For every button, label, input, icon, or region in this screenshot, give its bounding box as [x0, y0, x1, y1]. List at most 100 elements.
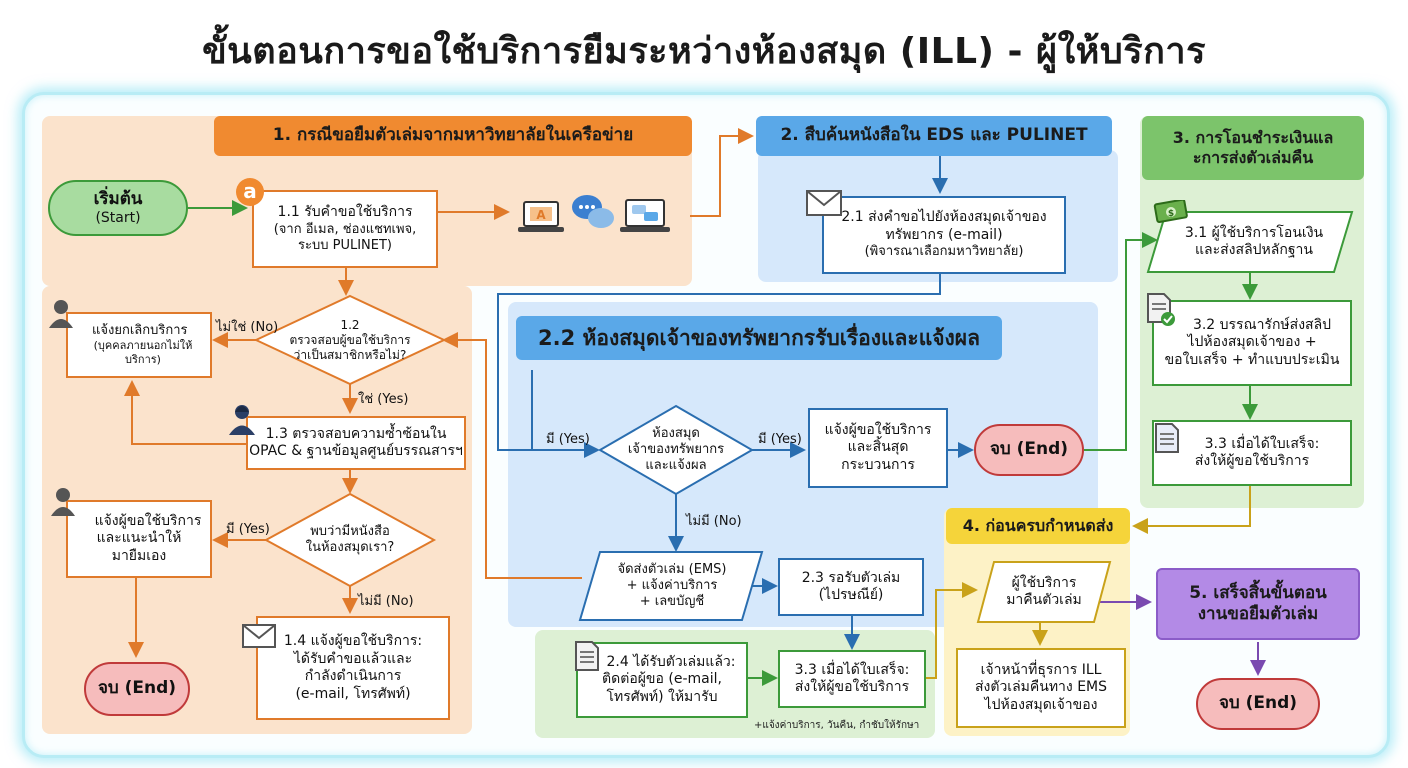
notify-end-line2: และสิ้นสุด: [847, 439, 909, 456]
section3-header-line1: 3. การโอนชำระเงินแล: [1172, 128, 1334, 147]
ship-book-text: จัดส่งตัวเล่ม (EMS) + แจ้งค่าบริการ + เล…: [598, 556, 746, 616]
section5-header-line2: งานขอยืมตัวเล่ม: [1197, 604, 1319, 624]
return-staff-line2: ส่งตัวเล่มคืนทาง EMS: [974, 679, 1108, 696]
step-1-4-line2: ได้รับคำขอแล้วและ: [293, 650, 413, 667]
staff-return-ems: เจ้าหน้าที่ธุรการ ILL ส่งตัวเล่มคืนทาง E…: [956, 648, 1126, 728]
step-2-1: 2.1 ส่งคำขอไปยังห้องสมุดเจ้าของ ทรัพยากร…: [822, 196, 1066, 274]
step-2-4-line3: โทรศัพท์) ให้มารับ: [606, 688, 718, 705]
decision-1-2-text: 1.2 ตรวจสอบผู้ขอใช้บริการ ว่าเป็นสมาชิกห…: [262, 300, 438, 380]
step-1-1: 1.1 รับคำขอใช้บริการ (จาก อีเมล, ช่องแชท…: [252, 190, 438, 268]
step-3-3-green: 3.3 เมื่อได้ใบเสร็จ: ส่งให้ผู้ขอใช้บริกา…: [778, 650, 926, 708]
step-1-4: 1.4 แจ้งผู้ขอใช้บริการ: ได้รับคำขอแล้วแล…: [256, 616, 450, 720]
page-title: ขั้นตอนการขอใช้บริการยืมระหว่างห้องสมุด …: [202, 31, 1206, 72]
step-1-3-line2: OPAC & ฐานข้อมูลศูนย์บรรณสารฯ: [249, 443, 463, 459]
step-2-1-line2: ทรัพยากร (e-mail): [885, 226, 1003, 243]
decision-found-text: พบว่ามีหนังสือ ในห้องสมุดเรา?: [272, 510, 428, 570]
notify-end-line1: แจ้งผู้ขอใช้บริการ: [824, 421, 932, 438]
section3-header-line2: ะการส่งตัวเล่มคืน: [1192, 148, 1314, 167]
edge-33g-return: [926, 582, 978, 679]
section4-header: 4. ก่อนครบกำหนดส่ง: [946, 508, 1130, 544]
cancel-service-note: (บุคคลภายนอกไม่ให้บริการ): [93, 339, 193, 367]
end-node-1: จบ (End): [84, 662, 190, 716]
decision-1-2-line2: ว่าเป็นสมาชิกหรือไม่?: [293, 347, 407, 362]
step-3-3g-line1: 3.3 เมื่อได้ใบเสร็จ:: [794, 661, 910, 678]
step-3-1-line2: และส่งสลิปหลักฐาน: [1195, 242, 1313, 258]
advise-line3: มายืมเอง: [111, 547, 167, 564]
money-icon: $: [1152, 198, 1188, 230]
step-3-2-line3: ขอใบเสร็จ + ทำแบบประเมิน: [1164, 351, 1340, 368]
return-user-line2: มาคืนตัวเล่ม: [1006, 592, 1082, 608]
start-sublabel: (Start): [95, 209, 141, 226]
section1-header: 1. กรณีขอยืมตัวเล่มจากมหาวิทยาลัยในเครือ…: [214, 116, 692, 156]
edge-icons-s2: [690, 128, 754, 217]
step-3-3g-line2: ส่งให้ผู้ขอใช้บริการ: [794, 679, 910, 695]
decision-owner-line2: เจ้าของทรัพยากร: [627, 441, 725, 457]
step-2-3: 2.3 รอรับตัวเล่ม (ไปรษณีย์): [778, 558, 924, 616]
step-1-3: 1.3 ตรวจสอบความซ้ำซ้อนใน OPAC & ฐานข้อมู…: [246, 416, 466, 470]
decision-owner-line3: และแจ้งผล: [645, 458, 707, 474]
step-1-1-line2: (จาก อีเมล, ช่องแชทเพจ,: [273, 221, 417, 237]
label-no-found: ไม่มี (No): [358, 594, 414, 609]
step-2-3-line2: (ไปรษณีย์): [818, 587, 884, 603]
start-node: เริ่มต้น (Start): [48, 180, 188, 236]
ship-parallelogram: [578, 551, 764, 621]
section22-header: 2.2 ห้องสมุดเจ้าของทรัพยากรรับเรื่องและแ…: [516, 316, 1002, 360]
edge-end-31: [1084, 232, 1158, 451]
service-note: +แจ้งค่าบริการ, วันคืน, กำชับให้รักษา: [754, 720, 920, 731]
advise-line1: แจ้งผู้ขอใช้บริการ: [94, 512, 202, 529]
step-2-1-line3: (พิจารณาเลือกมหาวิทยาลัย): [864, 244, 1024, 260]
document-check-icon: [1146, 292, 1176, 332]
step-3-1: 3.1 ผู้ใช้บริการโอนเงิน และส่งสลิปหลักฐา…: [1168, 216, 1340, 268]
edge-ship-12: [442, 332, 582, 579]
label-yes-owner-in: มี (Yes): [546, 432, 590, 447]
document-icon: [574, 640, 600, 676]
step-3-2-line2: ไปห้องสมุดเจ้าของ +: [1187, 334, 1317, 351]
step-1-4-line1: 1.4 แจ้งผู้ขอใช้บริการ:: [283, 633, 423, 649]
step-3-1-line1: 3.1 ผู้ใช้บริการโอนเงิน: [1184, 224, 1324, 241]
decision-found: [263, 492, 437, 588]
laptop-chat-icon: [618, 196, 672, 242]
laptop-icon: A: [516, 198, 566, 242]
return-staff-line1: เจ้าหน้าที่ธุรการ ILL: [980, 661, 1102, 678]
section3-header: 3. การโอนชำระเงินแล ะการส่งตัวเล่มคืน: [1142, 116, 1364, 180]
edge-13-cancel: [124, 380, 246, 445]
cancel-service-title: แจ้งยกเลิกบริการ: [92, 323, 188, 339]
decision-1-2-number: 1.2: [340, 317, 360, 332]
email-icon: a: [236, 178, 264, 206]
decision-1-2-line1: ตรวจสอบผู้ขอใช้บริการ: [289, 332, 411, 347]
return-parallelogram: [976, 561, 1112, 623]
user-icon: [48, 298, 74, 334]
user-return-book: ผู้ใช้บริการ มาคืนตัวเล่ม: [990, 566, 1098, 618]
step-2-4: 2.4 ได้รับตัวเล่มแล้ว: ติดต่อผู้ขอ (e-ma…: [576, 642, 748, 718]
step-3-3-line2: ส่งให้ผู้ขอใช้บริการ: [1194, 453, 1310, 469]
step-2-3-line1: 2.3 รอรับตัวเล่ม: [801, 569, 901, 586]
cancel-service: แจ้งยกเลิกบริการ (บุคคลภายนอกไม่ให้บริกา…: [66, 312, 212, 378]
section2-header: 2. สืบค้นหนังสือใน EDS และ PULINET: [756, 116, 1112, 156]
return-user-line1: ผู้ใช้บริการ: [1011, 574, 1077, 591]
decision-found-line2: ในห้องสมุดเรา?: [305, 540, 395, 555]
ship-line3: + เลขบัญชี: [639, 594, 705, 610]
step-1-4-line3: กำลังดำเนินการ: [304, 668, 402, 684]
decision-found-line1: พบว่ามีหนังสือ: [310, 523, 390, 539]
envelope-icon-2: [806, 190, 842, 220]
label-no-12: ไม่ใช่ (No): [216, 320, 279, 335]
start-label: เริ่มต้น: [93, 188, 143, 209]
label-no-owner: ไม่มี (No): [686, 514, 742, 529]
advise-line2: และแนะนำให้: [96, 530, 182, 547]
ship-line2: + แจ้งค่าบริการ: [626, 577, 718, 593]
svg-text:$: $: [1168, 209, 1174, 219]
decision-owner-line1: ห้องสมุด: [652, 425, 700, 441]
decision-owner-text: ห้องสมุด เจ้าของทรัพยากร และแจ้งผล: [612, 418, 740, 482]
step-2-4-line2: ติดต่อผู้ขอ (e-mail,: [602, 671, 722, 688]
step-1-3-line1: 1.3 ตรวจสอบความซ้ำซ้อนใน: [265, 425, 447, 442]
step-1-4-line4: (e-mail, โทรศัพท์): [295, 685, 411, 702]
librarian-icon: [228, 402, 256, 440]
end-node-3: จบ (End): [1196, 678, 1320, 730]
step-1-1-line3: ระบบ PULINET): [298, 237, 392, 253]
chat-bubbles-icon: [570, 192, 616, 236]
return-staff-line3: ไปห้องสมุดเจ้าของ: [984, 696, 1098, 713]
31-parallelogram: [1146, 211, 1354, 273]
step-2-4-line1: 2.4 ได้รับตัวเล่มแล้ว:: [606, 653, 736, 670]
label-yes-found: มี (Yes): [226, 522, 270, 537]
